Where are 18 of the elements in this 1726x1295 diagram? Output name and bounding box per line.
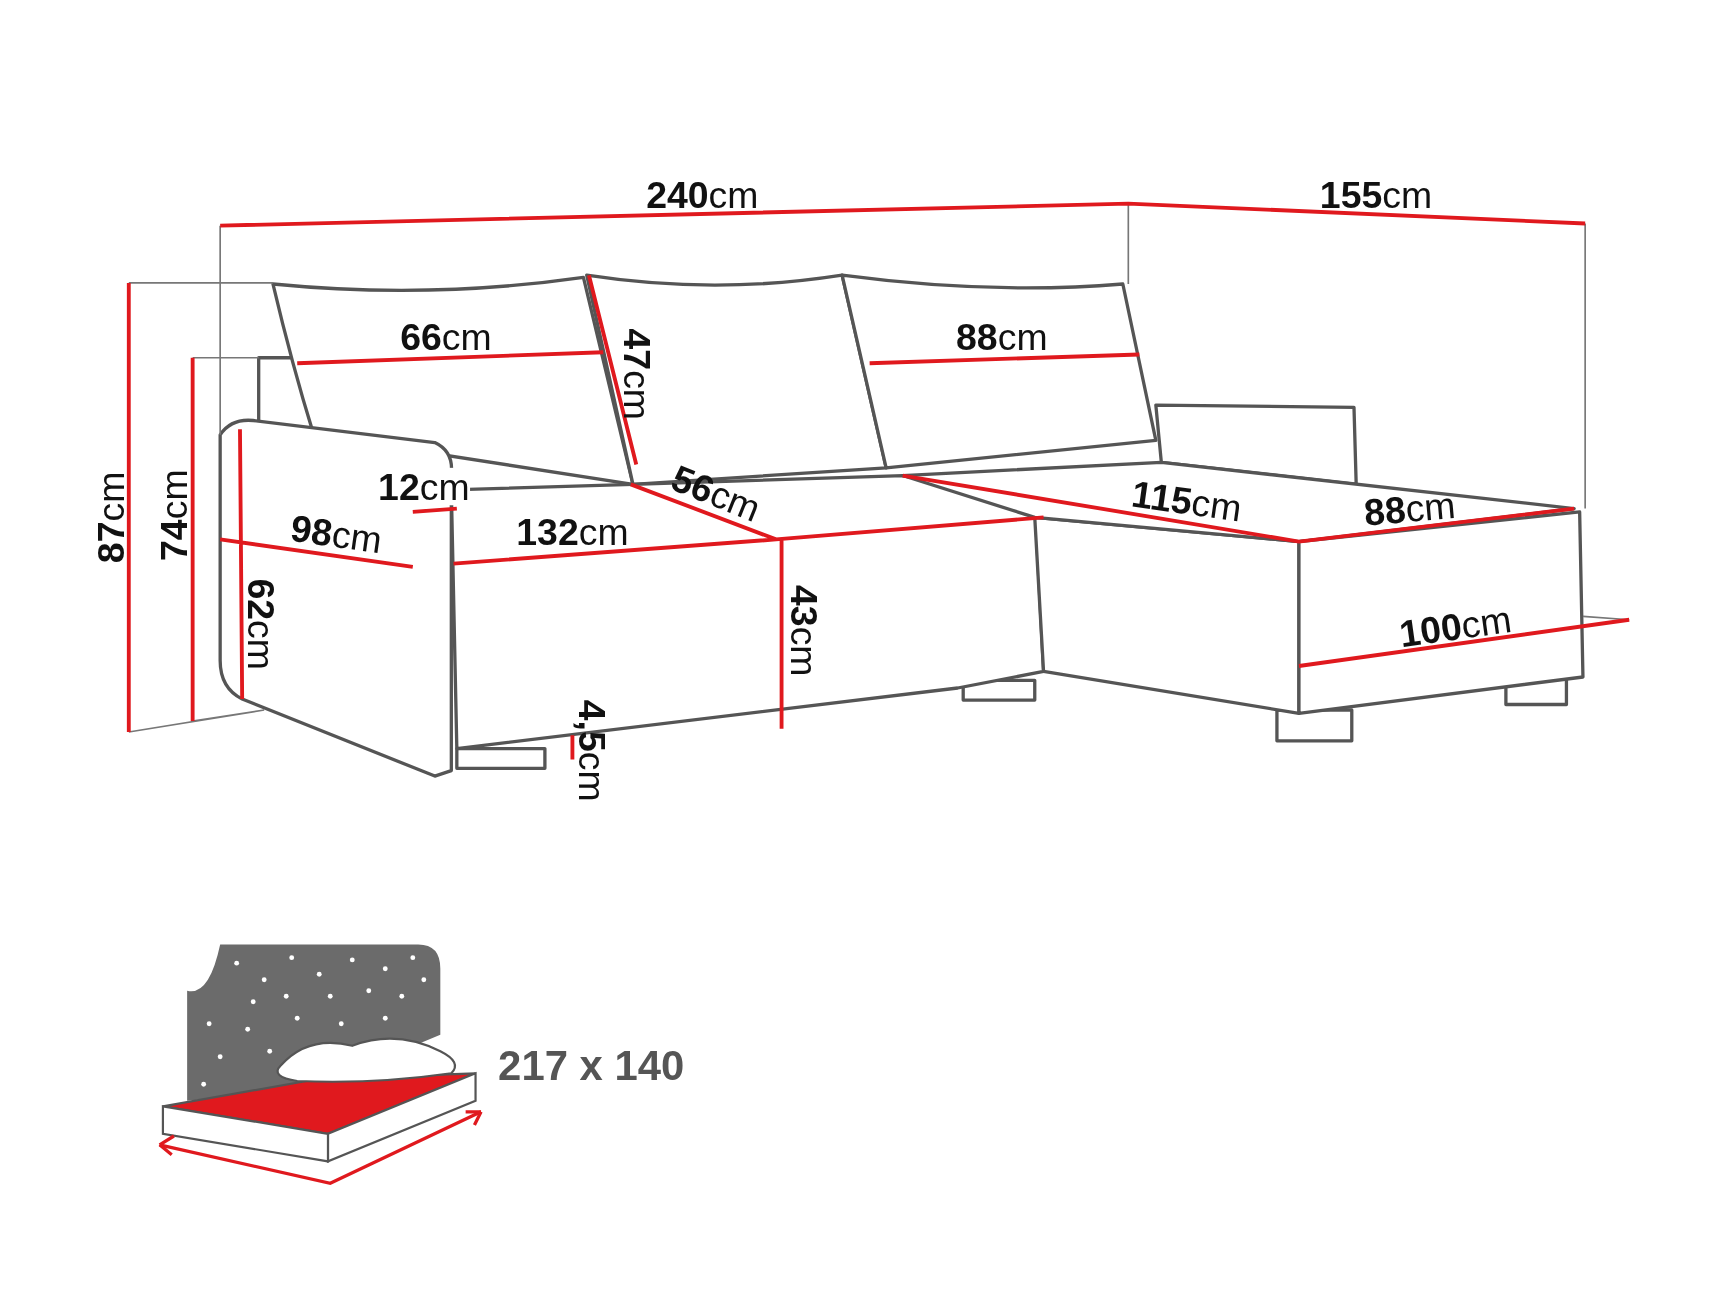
- dimension-label: 12cm: [378, 467, 470, 506]
- dimension-label: 100cm: [1397, 600, 1514, 653]
- dimension-label: 56cm: [666, 458, 766, 528]
- dimension-label: 240cm: [646, 176, 759, 214]
- dimension-label: 47cm: [617, 328, 656, 421]
- dimension-label: 87cm: [91, 471, 129, 564]
- dimension-label: 88cm: [1361, 485, 1457, 532]
- dimension-label: 66cm: [400, 318, 492, 356]
- dimension-label: 98cm: [287, 509, 384, 559]
- dimension-label: 62cm: [242, 578, 280, 670]
- dimension-label: 4,5cm: [573, 699, 611, 802]
- dimension-label: 88cm: [956, 318, 1048, 356]
- dimension-label: 155cm: [1319, 176, 1433, 214]
- dimension-label: 74cm: [154, 469, 192, 561]
- dimension-label: 43cm: [784, 585, 823, 677]
- dimension-label: 115cm: [1129, 474, 1244, 528]
- dimension-label: 132cm: [516, 512, 629, 551]
- bed-size-label: 217 x 140: [498, 1044, 685, 1087]
